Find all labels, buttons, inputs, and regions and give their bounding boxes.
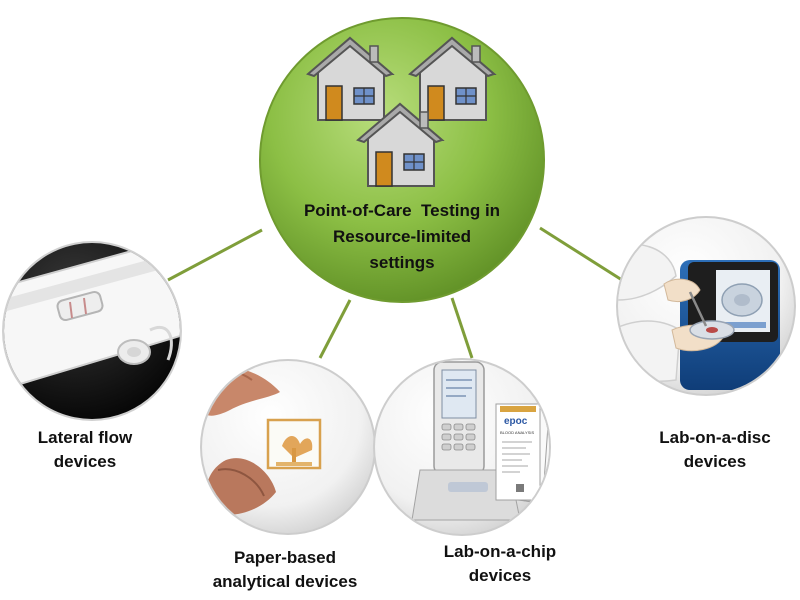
connector-paper-based <box>318 299 352 359</box>
house-icon <box>356 102 445 187</box>
label-lateral-flow: Lateral flow devices <box>10 426 160 474</box>
lab-on-disc-image <box>616 216 796 396</box>
connector-lines <box>167 226 623 359</box>
label-lab-on-disc-line1: Lab-on-a-disc <box>659 428 771 447</box>
label-lab-on-chip-line2: devices <box>468 566 532 585</box>
center-title-line1: Point-of-Care Testing in <box>303 201 501 220</box>
center-title-line2: Resource-limited <box>333 227 471 246</box>
connector-lab-on-chip <box>450 297 474 359</box>
label-paper-based-line2: analytical devices <box>212 572 358 591</box>
center-node <box>259 17 545 303</box>
label-lab-on-chip-line1: Lab-on-a-chip <box>443 542 557 561</box>
label-paper-based-line1: Paper-based <box>233 548 337 567</box>
connector-lateral-flow <box>167 228 263 282</box>
center-title: Point-of-Care Testing in Resource-limite… <box>262 198 542 276</box>
label-lateral-flow-line2: devices <box>53 452 117 471</box>
label-lateral-flow-line1: Lateral flow <box>37 428 133 447</box>
lab-on-chip-image: epoc BLOOD ANALYSIS <box>373 358 551 536</box>
epoc-logo-text: epoc <box>504 416 528 427</box>
center-title-line3: settings <box>369 253 435 272</box>
label-lab-on-chip: Lab-on-a-chip devices <box>410 540 590 588</box>
house-icon <box>408 36 497 121</box>
epoc-card-text: BLOOD ANALYSIS <box>500 430 534 435</box>
label-lab-on-disc-line2: devices <box>683 452 747 471</box>
paper-based-image <box>200 359 376 535</box>
connector-lab-on-disc <box>539 226 623 282</box>
label-lab-on-disc: Lab-on-a-disc devices <box>640 426 790 474</box>
lateral-flow-image <box>2 241 182 421</box>
label-paper-based: Paper-based analytical devices <box>190 546 380 594</box>
house-icon <box>306 36 395 121</box>
